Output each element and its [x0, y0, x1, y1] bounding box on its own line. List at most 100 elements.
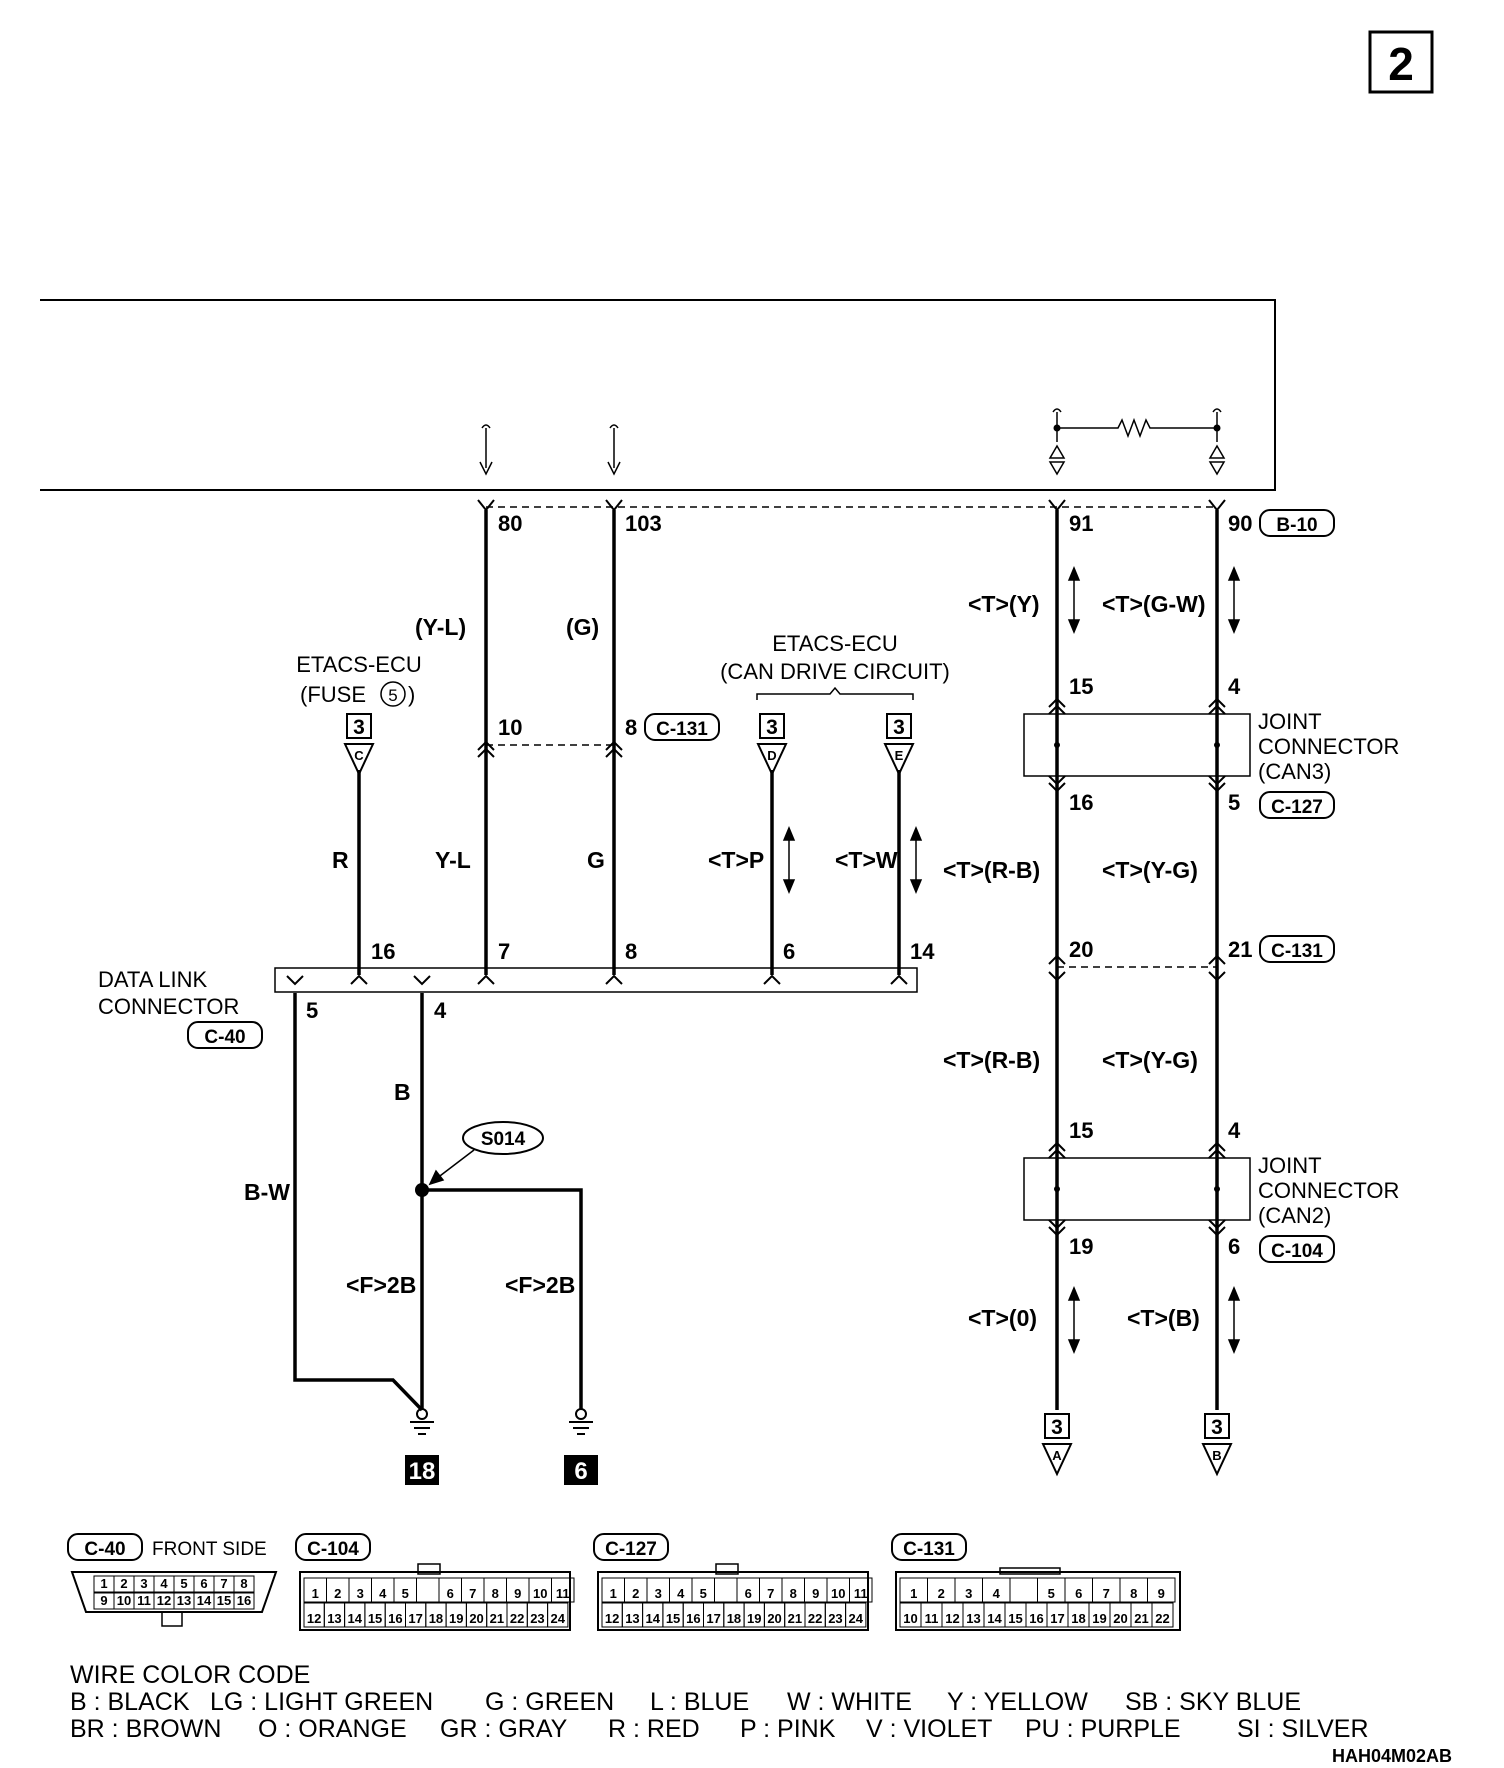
connector-pin-label: 14 — [646, 1611, 661, 1626]
ecu-node-right — [1213, 424, 1221, 432]
connector-pin-label: 11 — [854, 1586, 868, 1601]
connector-pin-label: 10 — [117, 1593, 131, 1608]
svg-text:3: 3 — [766, 716, 778, 739]
etacs-can-brace — [756, 686, 914, 700]
connector-pin-label: 9 — [812, 1586, 819, 1601]
dlc-terminals — [286, 974, 908, 986]
connector-pin-label: 7 — [1103, 1586, 1110, 1601]
etacs-can-sub: (CAN DRIVE CIRCUIT) — [720, 659, 950, 684]
can3-box — [1023, 713, 1251, 777]
fuse-number-circle — [380, 681, 406, 707]
svg-text:L : BLUE: L : BLUE — [650, 1688, 749, 1716]
can3-pin-5: 5 — [1228, 790, 1240, 815]
connector-pin-label: 13 — [177, 1593, 191, 1608]
can2-node-right — [1214, 1186, 1220, 1192]
connector-pin-label: 2 — [632, 1586, 639, 1601]
connector-pin-label: 8 — [492, 1586, 499, 1601]
c131-right-pin-20: 20 — [1069, 937, 1093, 962]
ecu-pin-90: 90 — [1228, 511, 1252, 536]
wire-label-yl: Y-L — [435, 847, 471, 873]
can3-node-left — [1054, 742, 1060, 748]
can3-terminals — [1048, 697, 1226, 793]
can3-pin-4: 4 — [1228, 674, 1241, 699]
wire-label-g-top: (G) — [566, 614, 599, 640]
connector-pin-cell — [547, 1602, 569, 1628]
can2-node-left — [1054, 1186, 1060, 1192]
dlc-pin-8: 8 — [625, 939, 637, 964]
connector-pin-label: 3 — [140, 1576, 147, 1591]
offpage-ref-c: 3 C — [343, 713, 375, 777]
connector-pin-label: 9 — [1158, 1586, 1165, 1601]
connector-pin-cell — [233, 1575, 255, 1593]
connector-pin-label: 11 — [556, 1586, 570, 1601]
wire-color-code-title: WIRE COLOR CODE — [70, 1661, 310, 1689]
dlc-label-1: DATA LINK — [98, 967, 208, 992]
wire-color-code-row2: BR : BROWN O : ORANGE GR : GRAY R : RED … — [70, 1715, 1369, 1743]
dlc-code: C-40 — [204, 1027, 245, 1048]
c131-right-code-box — [1259, 935, 1335, 963]
svg-text:V : VIOLET: V : VIOLET — [866, 1715, 992, 1743]
wire-label-g: G — [587, 847, 605, 873]
connector-pin-cell — [1151, 1602, 1174, 1628]
can2-pin-6: 6 — [1228, 1234, 1240, 1259]
wire-label-t-0: <T>(0) — [968, 1305, 1037, 1331]
c131-right-code: C-131 — [1271, 941, 1323, 962]
ground-symbol-6 — [569, 1408, 593, 1435]
wire-label-t-w: <T>W — [835, 847, 898, 873]
connector-pin-cell — [849, 1577, 873, 1603]
svg-text:C: C — [354, 748, 364, 763]
svg-text:PU : PURPLE: PU : PURPLE — [1025, 1715, 1181, 1743]
connector-pin-cell — [845, 1602, 867, 1628]
c131-mid-pin-8: 8 — [625, 715, 637, 740]
connector-pin-label: 15 — [368, 1611, 382, 1626]
connector-pin-label: 16 — [1029, 1611, 1043, 1626]
connector-pin-label: 4 — [993, 1586, 1001, 1601]
connector-pin-label: 22 — [510, 1611, 524, 1626]
can3-code-box — [1259, 791, 1335, 819]
offpage-ref-a: 3 A — [1041, 1413, 1073, 1477]
drawing-code: HAH04M02AB — [1332, 1746, 1452, 1766]
dlc-label-2: CONNECTOR — [98, 994, 239, 1019]
wire-label-t-rb-1: <T>(R-B) — [943, 857, 1040, 883]
wire-label-t-b: <T>(B) — [1127, 1305, 1200, 1331]
svg-text:C-104: C-104 — [307, 1539, 359, 1560]
can2-label-1: JOINT — [1258, 1153, 1322, 1178]
connector-pin-label: 9 — [100, 1593, 107, 1608]
connector-pin-label: 17 — [408, 1611, 422, 1626]
connector-pin-label: 16 — [237, 1593, 251, 1608]
wire-color-code-row1: B : BLACK LG : LIGHT GREEN G : GREEN L :… — [70, 1688, 1301, 1716]
svg-text:W : WHITE: W : WHITE — [787, 1688, 912, 1716]
connector-pin-label: 19 — [449, 1611, 463, 1626]
connector-pin-label: 10 — [533, 1586, 547, 1601]
connector-pin-label: 5 — [402, 1586, 409, 1601]
splice-pointer — [428, 1149, 475, 1186]
connector-pin-label: 18 — [429, 1611, 443, 1626]
connector-pin-label: 16 — [388, 1611, 402, 1626]
wire-label-t-rb-2: <T>(R-B) — [943, 1047, 1040, 1073]
connector-pin-label: 9 — [514, 1586, 521, 1601]
can3-pin-15: 15 — [1069, 674, 1093, 699]
connector-pin-label: 13 — [625, 1611, 639, 1626]
svg-text:3: 3 — [353, 716, 365, 739]
svg-text:GR : GRAY: GR : GRAY — [440, 1715, 568, 1743]
svg-text:B: B — [1212, 1448, 1221, 1463]
connector-pin-label: 12 — [307, 1611, 321, 1626]
connector-pin-label: 6 — [200, 1576, 207, 1591]
connector-pin-cell — [714, 1577, 738, 1603]
ground-symbol-18 — [410, 1408, 434, 1435]
connector-pin-label: 15 — [1008, 1611, 1022, 1626]
connector-pin-label: 6 — [1075, 1586, 1082, 1601]
connector-pin-label: 1 — [100, 1576, 107, 1591]
connector-pin-label: 6 — [447, 1586, 454, 1601]
svg-text:D: D — [767, 748, 776, 763]
can2-pin-4: 4 — [1228, 1118, 1241, 1143]
connector-pin-cell — [233, 1592, 255, 1610]
svg-text:C-127: C-127 — [605, 1539, 657, 1560]
connector-pin-label: 23 — [530, 1611, 544, 1626]
connector-pin-label: 14 — [197, 1593, 212, 1608]
connector-pin-label: 19 — [747, 1611, 761, 1626]
splice-dot — [415, 1183, 429, 1197]
ecu-connector-code: B-10 — [1276, 515, 1317, 536]
